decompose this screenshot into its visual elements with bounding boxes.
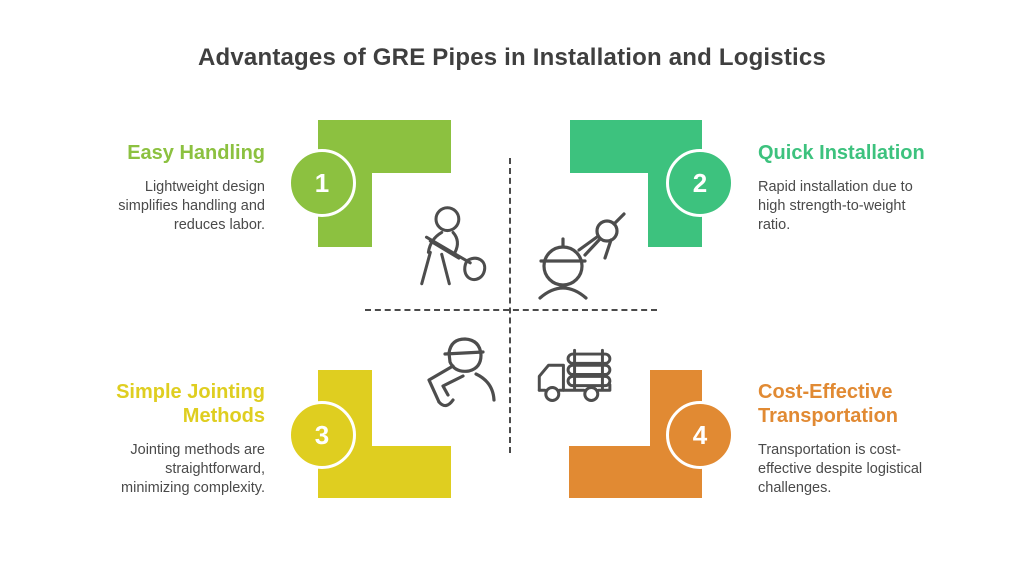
quadrant-2-heading: Quick Installation [758, 142, 925, 164]
quadrant-4-number: 4 [692, 419, 708, 450]
quadrant-3-body: Jointing methods are straightforward, mi… [121, 442, 265, 496]
quadrant-3-heading: Simple Jointing Methods [116, 381, 265, 427]
quadrant-4-text: Cost-Effective Transportation Transporta… [758, 380, 936, 498]
quadrant-4-body: Transportation is cost-effective despite… [758, 442, 923, 496]
quadrant-3-number: 3 [314, 419, 330, 450]
quadrant-3-number-badge: 3 [288, 401, 356, 469]
quadrant-2-number-badge: 2 [666, 149, 734, 217]
vertical-dashed-divider [509, 158, 511, 453]
surveyor-compass-icon [533, 208, 638, 300]
jointing-worker-icon [403, 330, 503, 430]
quadrant-1-body: Lightweight design simplifies handling a… [118, 179, 265, 233]
quadrant-4-number-badge: 4 [666, 401, 734, 469]
quadrant-1-text: Easy Handling Lightweight design simplif… [95, 141, 265, 235]
quadrant-1-heading: Easy Handling [127, 142, 265, 164]
horizontal-dashed-divider [365, 309, 657, 311]
quadrant-2-number: 2 [692, 167, 708, 198]
quadrant-1-number-badge: 1 [288, 149, 356, 217]
page-title: Advantages of GRE Pipes in Installation … [197, 44, 827, 71]
quadrant-4-heading: Cost-Effective Transportation [758, 381, 899, 427]
digging-worker-icon [398, 203, 493, 298]
quadrant-2-body: Rapid installation due to high strength-… [758, 179, 913, 233]
pipe-truck-icon [533, 342, 618, 407]
quadrant-1-number: 1 [314, 167, 330, 198]
quadrant-3-text: Simple Jointing Methods Jointing methods… [95, 380, 265, 498]
quadrant-2-text: Quick Installation Rapid installation du… [758, 141, 933, 235]
